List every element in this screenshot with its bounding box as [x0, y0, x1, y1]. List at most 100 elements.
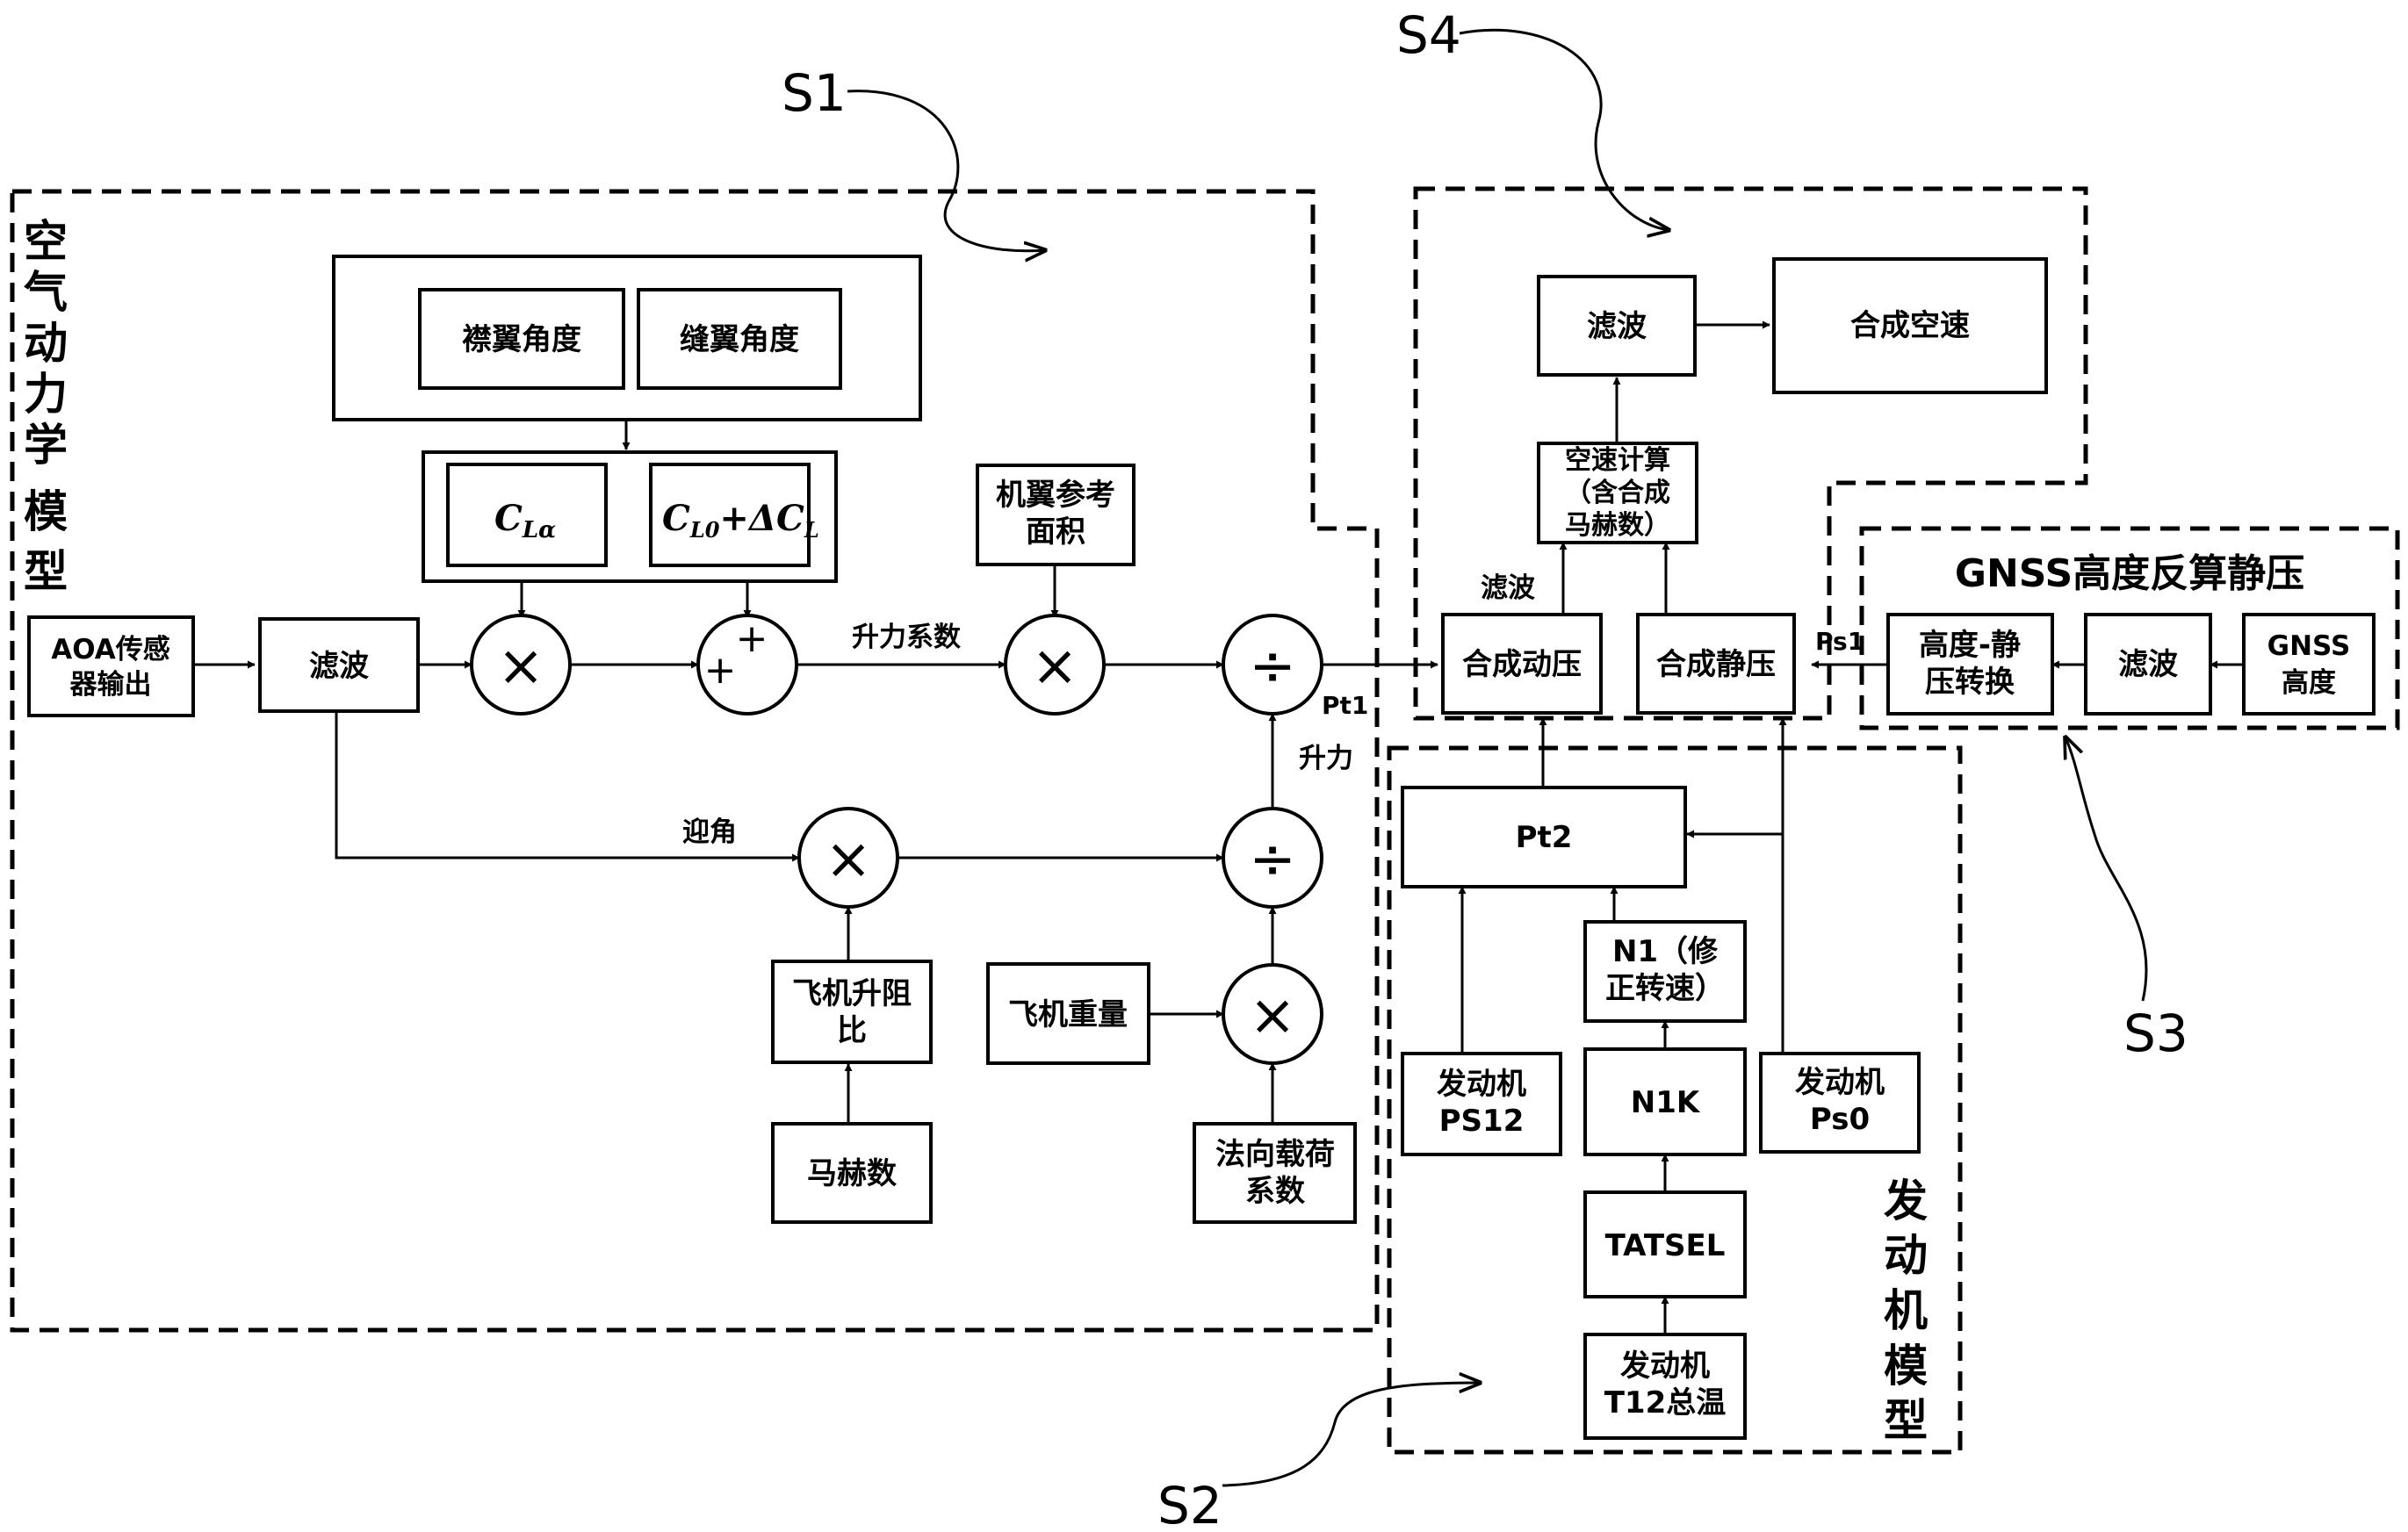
- airspeed-region: [1413, 186, 2088, 721]
- mult-operator-2: [1004, 614, 1106, 716]
- wing-area-label: 机翼参考面积: [996, 478, 1115, 550]
- tatsel-box: [1583, 1190, 1747, 1298]
- alt-to-pressure-label: 高度-静压转换: [1919, 628, 2021, 700]
- airspeed-calc-box: [1537, 442, 1698, 544]
- svg-text:气: 气: [24, 267, 68, 318]
- sum-operator-left: +: [704, 648, 737, 693]
- div-operator-1-symbol: ÷: [1249, 634, 1296, 699]
- synth-airspeed-box: [1772, 257, 2048, 394]
- weight-box: [986, 962, 1150, 1065]
- filter-gnss-label: 滤波: [2118, 647, 2178, 682]
- sum-operator: [696, 614, 798, 716]
- n1-box: [1583, 920, 1747, 1023]
- filter-aero-label: 滤波: [309, 649, 369, 684]
- pt2-box: [1401, 786, 1687, 888]
- synth-airspeed-label: 合成空速: [1850, 308, 1970, 343]
- s4-curve: [1459, 28, 1669, 230]
- load-factor-box: [1193, 1122, 1357, 1224]
- aoa-sensor-label: AOA传感器输出: [51, 634, 170, 701]
- lift-coefficient-label: 升力系数: [852, 622, 961, 653]
- div-operator-2: [1222, 807, 1323, 909]
- svg-text:模: 模: [24, 486, 68, 537]
- cl-alpha-symbol: CLα: [494, 498, 556, 543]
- s3-curve: [2066, 737, 2148, 1002]
- wires: [193, 320, 2244, 1334]
- wing-area-box: [976, 464, 1136, 566]
- mult-operator-4: [1222, 963, 1323, 1065]
- filter-top-label: 滤波: [1587, 309, 1647, 344]
- angle-of-attack-label: 迎角: [682, 816, 737, 848]
- svg-text:动: 动: [24, 318, 68, 369]
- filter-top-box: [1537, 275, 1697, 377]
- mult-operator-1: [470, 614, 572, 716]
- svg-text:发: 发: [1884, 1176, 1928, 1226]
- aero-model-region: [10, 189, 1380, 1333]
- svg-text:机: 机: [1884, 1285, 1928, 1336]
- engine-model-region: [1387, 745, 1963, 1455]
- filter-aero-box: [258, 617, 420, 713]
- svg-text:型: 型: [1884, 1395, 1928, 1446]
- cl-alpha-box: [446, 463, 608, 567]
- flap-angle-box: [418, 288, 625, 390]
- lift-drag-box: [771, 960, 933, 1064]
- gnss-region: [1859, 526, 2400, 730]
- synth-static-pressure-box: [1636, 613, 1796, 715]
- tatsel-label: TATSEL: [1605, 1228, 1726, 1263]
- svg-text:学: 学: [24, 420, 68, 471]
- svg-text:力: 力: [24, 369, 68, 420]
- engine-ps0-box: [1759, 1052, 1921, 1154]
- svg-text:空: 空: [24, 216, 68, 267]
- mult-operator-3: [797, 807, 899, 909]
- s3-label: S3: [2123, 1003, 2188, 1063]
- pt2-label: Pt2: [1516, 820, 1573, 855]
- s1-label: S1: [782, 63, 847, 123]
- gnss-panel-title: GNSS高度反算静压: [1955, 551, 2304, 596]
- div-operator-2-symbol: ÷: [1249, 827, 1296, 892]
- cl0-symbol: CL0+ΔCL: [662, 498, 819, 543]
- synth-dyn-pressure-label: 合成动压: [1462, 647, 1582, 682]
- aoa-sensor-box: [27, 615, 195, 717]
- svg-text:型: 型: [24, 546, 68, 597]
- synth-dyn-pressure-box: [1441, 613, 1603, 715]
- lift-label: 升力: [1299, 743, 1353, 774]
- mach-box: [771, 1122, 933, 1224]
- mult-operator-3-symbol: ×: [825, 827, 872, 892]
- flap-angle-label: 襟翼角度: [462, 322, 581, 357]
- alt-to-pressure-box: [1886, 613, 2054, 716]
- svg-text:动: 动: [1884, 1230, 1928, 1281]
- engine-t12-box: [1583, 1333, 1747, 1440]
- engine-ps12-box: [1401, 1052, 1562, 1156]
- flap-slat-group: [332, 255, 922, 421]
- synth-static-pressure-label: 合成静压: [1656, 647, 1776, 682]
- aero-model-title: 空 气 动 力 学 模 型: [24, 216, 68, 597]
- pt1-label: Pt1: [1322, 691, 1368, 720]
- mult-operator-1-symbol: ×: [497, 634, 544, 699]
- s2-label: S2: [1157, 1476, 1222, 1532]
- s1-curve: [847, 90, 1045, 251]
- n1k-box: [1583, 1047, 1747, 1156]
- coefficient-group: [422, 450, 838, 583]
- gnss-alt-box: [2242, 613, 2376, 716]
- filter-gnss-box: [2084, 613, 2212, 716]
- div-operator-1: [1222, 614, 1323, 716]
- n1k-label: N1K: [1631, 1085, 1701, 1120]
- slat-angle-box: [637, 288, 842, 390]
- cl0-box: [649, 463, 811, 567]
- sum-operator-top: +: [736, 616, 768, 661]
- slat-angle-label: 缝翼角度: [680, 322, 799, 357]
- lift-drag-label: 飞机升阻比: [792, 976, 912, 1048]
- mult-operator-4-symbol: ×: [1249, 983, 1296, 1048]
- svg-text:模: 模: [1884, 1341, 1928, 1392]
- ps1-label: Ps1: [1815, 627, 1864, 656]
- filter-wire-label: 滤波: [1481, 572, 1535, 604]
- airspeed-calc-label: 空速计算（含合成马赫数）: [1565, 445, 1670, 541]
- s2-curve: [1222, 1383, 1480, 1487]
- n1-label: N1（修正转速）: [1605, 934, 1725, 1006]
- mach-label: 马赫数: [807, 1156, 897, 1191]
- weight-label: 飞机重量: [1008, 997, 1128, 1032]
- mult-operator-2-symbol: ×: [1031, 634, 1078, 699]
